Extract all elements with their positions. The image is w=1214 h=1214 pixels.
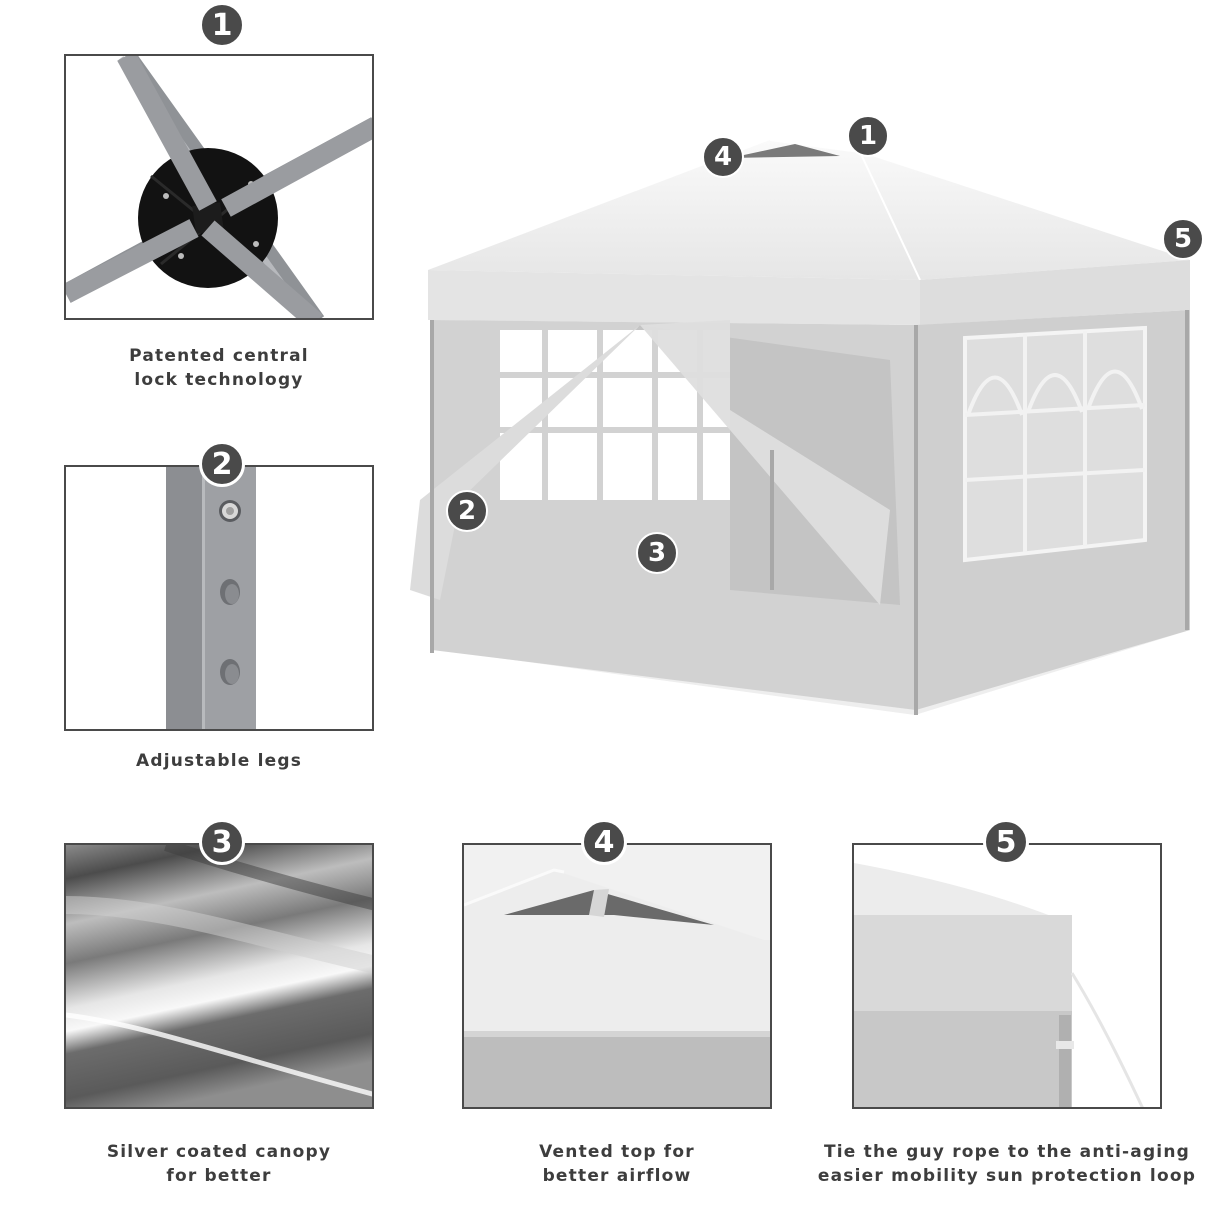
feature-3-caption: Silver coated canopy for better xyxy=(64,1140,374,1188)
caption-line: Patented central xyxy=(129,346,309,366)
caption-line: Vented top for xyxy=(539,1142,695,1162)
main-tent-image: 4 1 5 2 3 xyxy=(400,115,1214,720)
feature-5-caption: Tie the guy rope to the anti-aging easie… xyxy=(790,1140,1214,1188)
caption-line: Silver coated canopy xyxy=(106,1142,332,1162)
feature-4-caption: Vented top for better airflow xyxy=(462,1140,772,1188)
caption-line: easier mobility sun protection loop xyxy=(817,1166,1197,1186)
feature-2-caption: Adjustable legs xyxy=(64,749,374,773)
main-callout-2: 2 xyxy=(446,490,488,532)
vented-top-illustration xyxy=(464,845,770,1107)
adjustable-leg-illustration xyxy=(166,467,256,729)
feature-1-badge: 1 xyxy=(199,2,245,48)
silver-fabric-illustration xyxy=(66,845,372,1107)
feature-2-image-adjustable-legs xyxy=(64,465,374,731)
canopy-tent-illustration xyxy=(410,139,1190,715)
central-lock-illustration xyxy=(66,56,372,318)
feature-5-badge: 5 xyxy=(983,819,1029,865)
caption-line: lock technology xyxy=(134,370,304,390)
main-callout-3: 3 xyxy=(636,532,678,574)
feature-5-image-guy-rope xyxy=(852,843,1162,1109)
feature-4-image-vented-top xyxy=(462,843,772,1109)
main-callout-1: 1 xyxy=(847,115,889,157)
feature-2-badge: 2 xyxy=(199,441,245,487)
main-callout-4: 4 xyxy=(702,136,744,178)
caption-line: Adjustable legs xyxy=(135,751,303,771)
feature-4-badge: 4 xyxy=(581,819,627,865)
feature-1-image-central-lock xyxy=(64,54,374,320)
caption-line: for better xyxy=(166,1166,272,1186)
caption-line: Tie the guy rope to the anti-aging xyxy=(823,1142,1191,1162)
guy-rope-illustration xyxy=(854,845,1160,1107)
feature-3-image-silver-canopy xyxy=(64,843,374,1109)
main-callout-5: 5 xyxy=(1162,218,1204,260)
feature-1-caption: Patented central lock technology xyxy=(64,344,374,392)
feature-3-badge: 3 xyxy=(199,819,245,865)
caption-line: better airflow xyxy=(542,1166,692,1186)
